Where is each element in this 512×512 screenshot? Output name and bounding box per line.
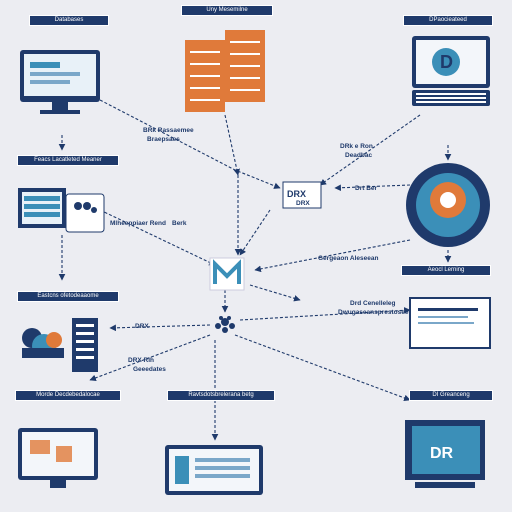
left-dashboard-icon	[18, 188, 105, 233]
edge-label-e8b: Dwugaseansprestosee	[338, 309, 409, 316]
drx-hub-title: DRX	[287, 189, 306, 199]
gear-icon	[406, 163, 490, 247]
edge-rightgear-center	[254, 239, 411, 273]
edge-top-hub	[224, 114, 240, 176]
edge-label-e8: Drd Cenelleleg	[350, 300, 396, 307]
bottom-center-browser	[165, 445, 263, 495]
monitor-letter: D	[440, 52, 453, 72]
connector-lines	[58, 99, 452, 441]
center-node-cluster	[215, 316, 235, 333]
label-databases: Databases	[30, 16, 108, 25]
edge-left-center	[99, 209, 216, 266]
edge-labels: BRk Rassaemee Braepsaes DRk e Ron Deadba…	[110, 127, 409, 373]
right-document	[409, 297, 491, 349]
edge-label-e1b: Braepsaes	[147, 136, 180, 143]
edge-right-hub	[334, 184, 411, 192]
edge-topright-hub	[319, 114, 421, 186]
server-rack-icon	[185, 30, 265, 112]
top-right-monitor: D	[412, 36, 490, 106]
edge-label-e4: Drt Ber	[355, 185, 378, 192]
edge-label-e3: Mlheeppiaer Rend	[110, 220, 166, 227]
edge-label-e3b: Berk	[172, 220, 187, 227]
edge-lower-left	[109, 324, 211, 332]
databases-monitor	[20, 50, 100, 114]
edge-center-right	[249, 284, 301, 302]
label-left-low: Eastcns ofetodeaaome	[18, 292, 118, 301]
drx-hub-box: DRX DRX	[282, 181, 322, 209]
edge-label-e6: DRX	[135, 323, 149, 330]
drx-hub-sub: DRX	[296, 200, 310, 207]
edge-db-hub	[99, 99, 281, 189]
edge-label-e2: DRk e Ron	[340, 143, 373, 150]
edge-lower-bottomright	[234, 334, 411, 402]
center-m-logo	[209, 257, 245, 291]
edge-label-e2b: Deadbac	[345, 152, 372, 159]
screen-letters: DR	[430, 445, 454, 462]
label-bottom-right: DI Greanceng	[410, 391, 492, 400]
label-bottom-left: Morde Decdebedalocae	[16, 391, 120, 400]
edge-label-e1: BRk Rassaemee	[143, 127, 194, 134]
bottom-right-screens: DR	[405, 420, 485, 488]
label-right-mid: Aeocl Lerning	[402, 266, 490, 275]
label-top-center: Uny Mesemilne	[182, 6, 272, 15]
label-top-right: DPaocieateed	[404, 16, 492, 25]
edge-lower-right	[239, 307, 411, 321]
label-left-mid: Feacs Lacatleted Meaner	[18, 156, 118, 165]
edge-top-center	[239, 209, 271, 256]
edge-label-e7b: Geeedates	[133, 366, 166, 373]
edge-label-e5: Gergeaon Aleseean	[318, 255, 378, 262]
edge-label-e7: DRX Rlh	[128, 357, 154, 364]
left-cloud-server	[22, 318, 98, 372]
edge-lower-bottomleft	[89, 334, 211, 382]
label-bottom-center: Ravtsdotsbrelerana betg	[168, 391, 274, 400]
bottom-left-monitor	[18, 428, 98, 488]
